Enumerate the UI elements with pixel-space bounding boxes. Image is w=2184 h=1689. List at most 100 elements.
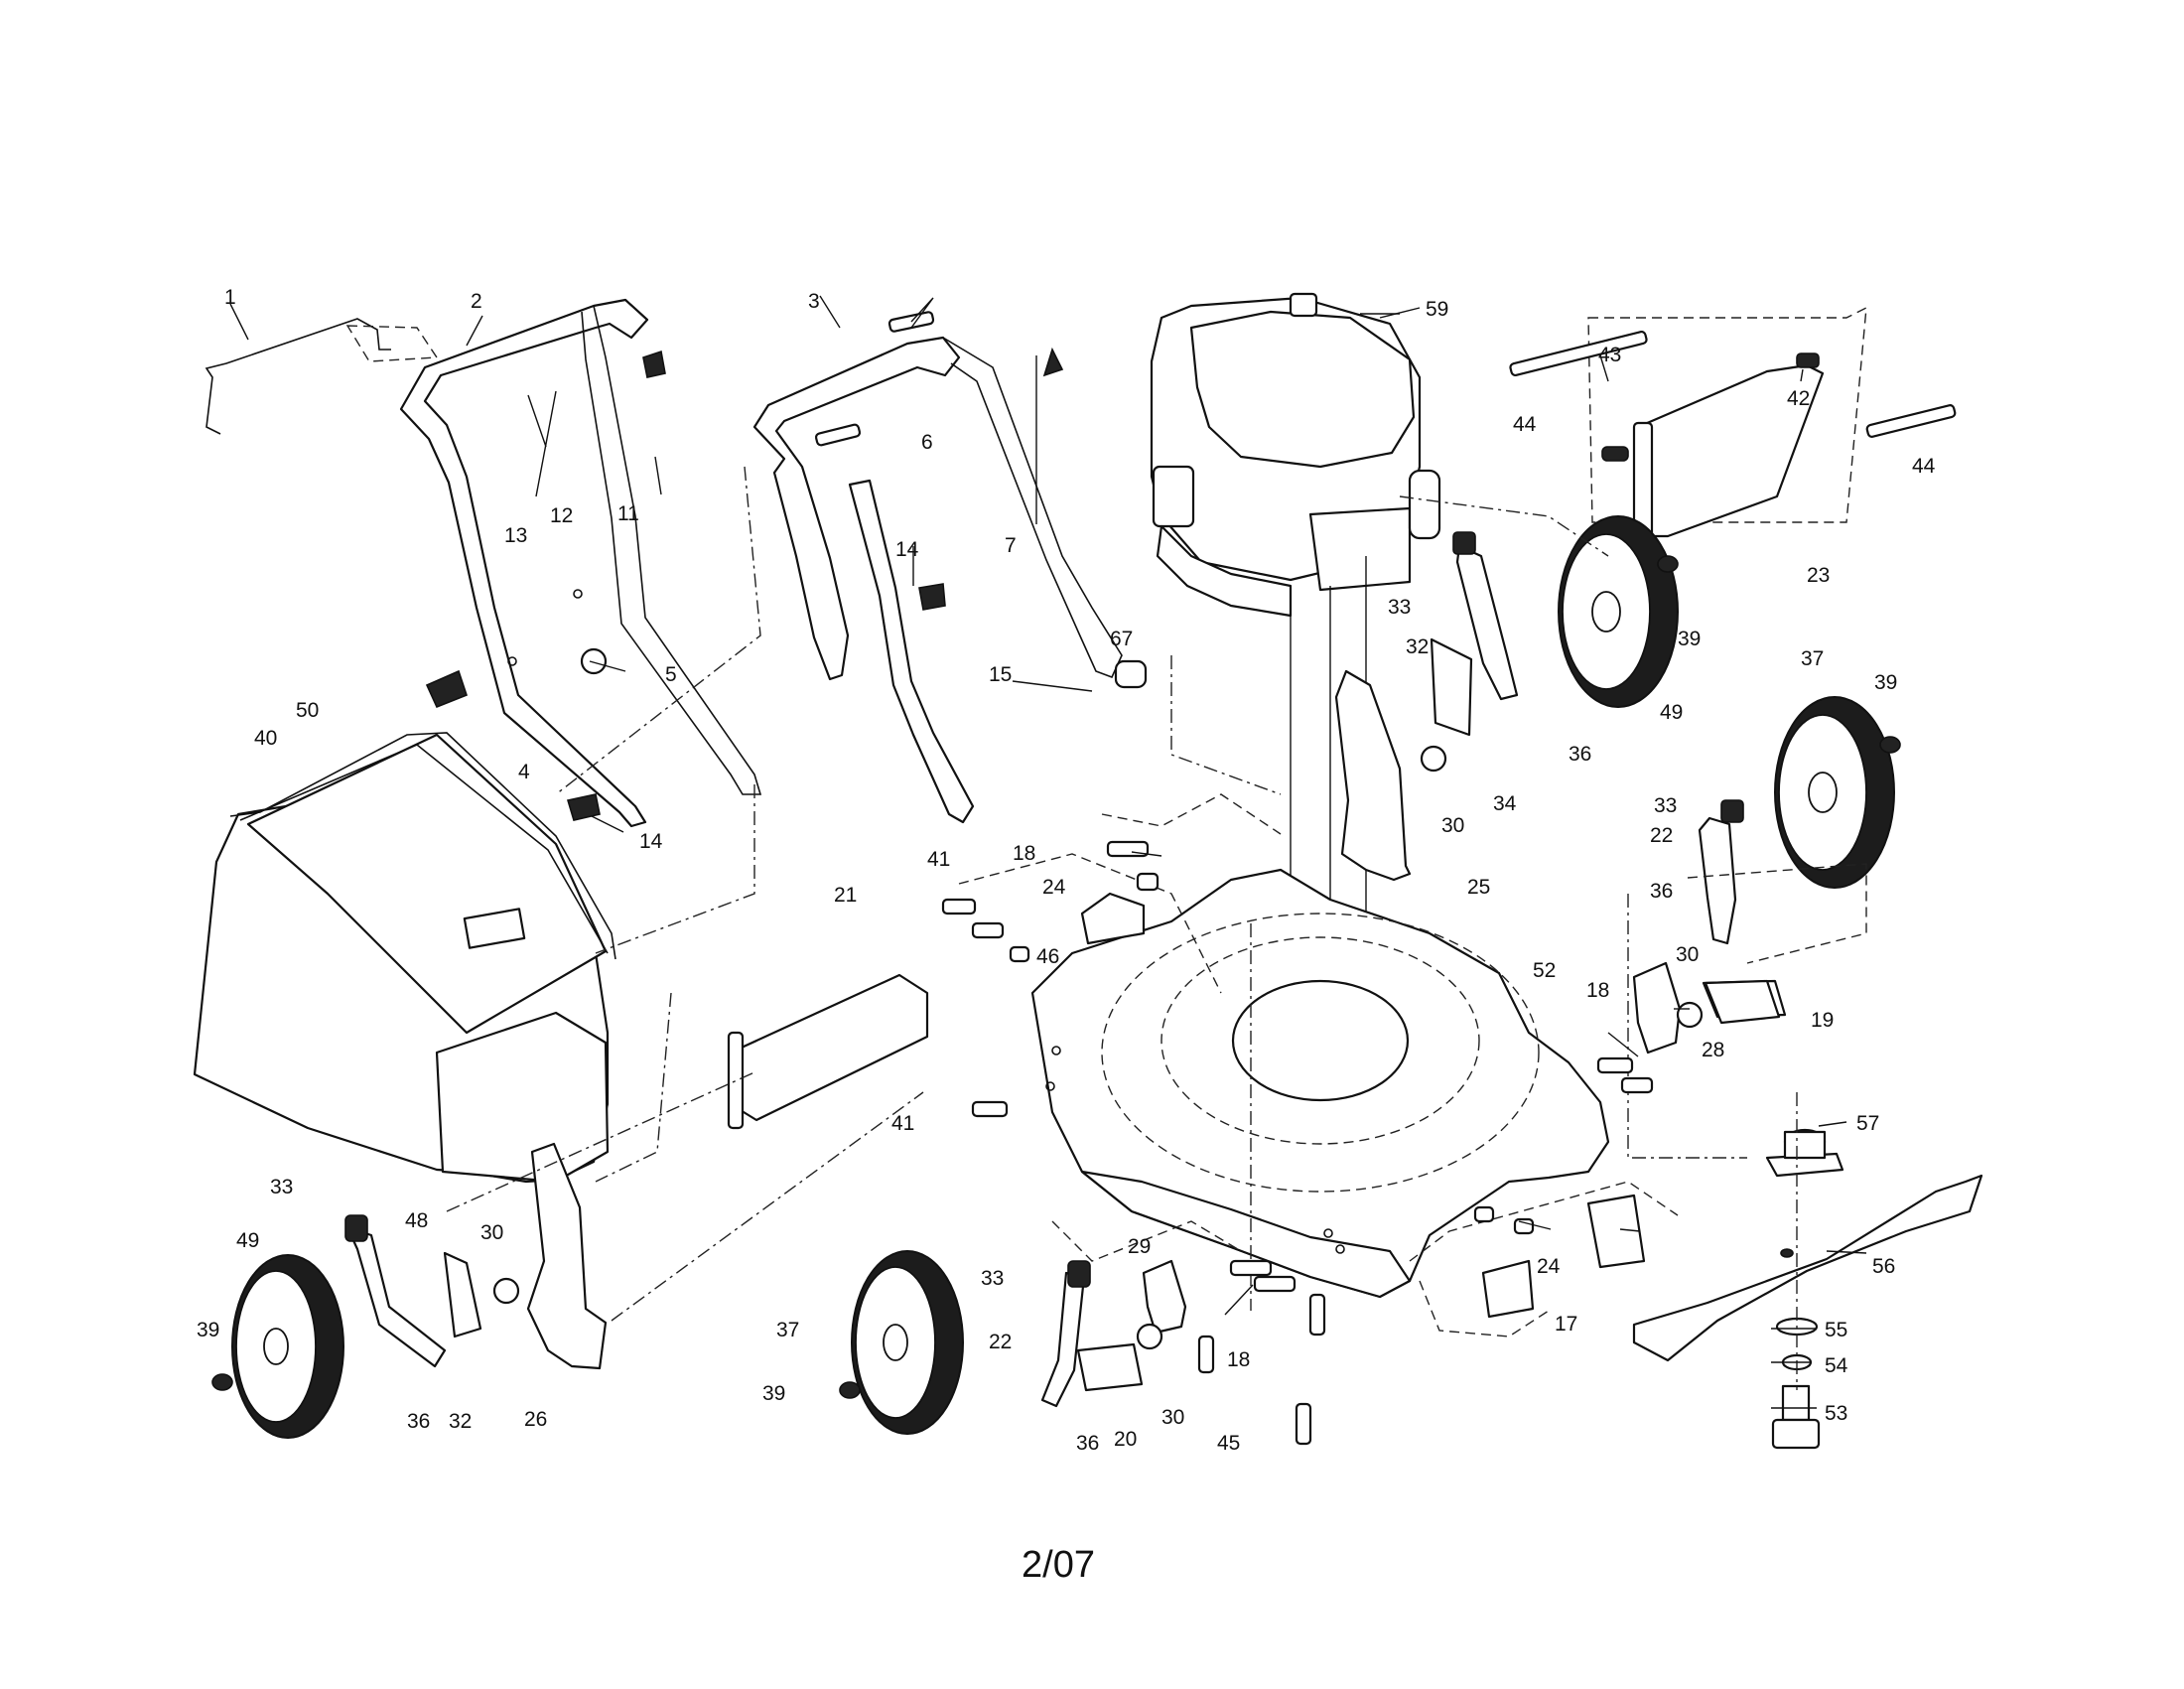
callout-50: 50 bbox=[296, 699, 319, 722]
part-3-lower-handle bbox=[752, 336, 1123, 824]
callout-48: 48 bbox=[405, 1209, 428, 1232]
part-49-wheel-left-rear bbox=[211, 1254, 344, 1439]
callout-25: 25 bbox=[1467, 876, 1490, 899]
part-28-plate bbox=[1632, 961, 1682, 1055]
part-46-deflector bbox=[1080, 892, 1146, 945]
callout-6: 6 bbox=[921, 431, 933, 454]
callout-54: 54 bbox=[1825, 1354, 1848, 1377]
callout-14-lower: 14 bbox=[639, 830, 663, 853]
callout-56: 56 bbox=[1872, 1255, 1895, 1278]
callout-32-left: 32 bbox=[449, 1410, 472, 1433]
callout-36-d: 36 bbox=[1076, 1432, 1099, 1455]
callout-34: 34 bbox=[1493, 792, 1517, 815]
callout-43: 43 bbox=[1598, 344, 1621, 366]
callout-24-bottom: 24 bbox=[1537, 1255, 1561, 1278]
callout-28: 28 bbox=[1702, 1039, 1724, 1061]
part-17-plates bbox=[1481, 1194, 1646, 1319]
callout-49-left: 49 bbox=[236, 1229, 259, 1252]
callout-57: 57 bbox=[1856, 1112, 1879, 1135]
callout-20: 20 bbox=[1114, 1428, 1137, 1451]
callout-1: 1 bbox=[224, 286, 236, 309]
callout-18-right: 18 bbox=[1586, 979, 1609, 1002]
part-53-55-blade-bolt bbox=[1771, 1092, 1821, 1450]
callout-19: 19 bbox=[1811, 1009, 1834, 1032]
part-25-side-bracket-right bbox=[1334, 669, 1412, 882]
callout-36-a: 36 bbox=[1569, 743, 1591, 766]
callout-3: 3 bbox=[808, 290, 820, 313]
part-29-plate bbox=[1142, 1259, 1187, 1335]
callout-leaders bbox=[229, 295, 1867, 1409]
callout-30-d: 30 bbox=[480, 1221, 503, 1244]
part-57-blade-adapter bbox=[1765, 1128, 1844, 1178]
callout-46: 46 bbox=[1036, 945, 1059, 968]
callout-37-a: 37 bbox=[1801, 647, 1824, 670]
callout-36-c: 36 bbox=[407, 1410, 430, 1433]
callout-37-b: 37 bbox=[776, 1319, 799, 1341]
callout-15: 15 bbox=[989, 663, 1012, 686]
callout-22-left: 22 bbox=[989, 1331, 1012, 1353]
callout-49-right: 49 bbox=[1660, 701, 1683, 724]
callout-30-a: 30 bbox=[1441, 814, 1464, 837]
part-59-engine bbox=[1150, 292, 1441, 1033]
callout-36-b: 36 bbox=[1650, 880, 1673, 903]
callout-labels: 1 2 3 4 5 6 7 11 12 13 14 14 15 17 18 18… bbox=[197, 286, 1936, 1455]
callout-26: 26 bbox=[524, 1408, 547, 1431]
callout-12: 12 bbox=[550, 504, 573, 527]
callout-33-d: 33 bbox=[981, 1267, 1004, 1290]
callout-4: 4 bbox=[518, 761, 530, 783]
part-2-upper-handle bbox=[399, 298, 762, 828]
callout-22-right: 22 bbox=[1650, 824, 1673, 847]
callout-32-right: 32 bbox=[1406, 635, 1429, 658]
part-52-deck bbox=[1030, 868, 1610, 1299]
callout-21: 21 bbox=[834, 884, 857, 907]
callout-41-top: 41 bbox=[927, 848, 950, 871]
callout-33-b: 33 bbox=[1654, 794, 1677, 817]
part-49-wheel-right-rear bbox=[1558, 515, 1679, 708]
callout-39-c: 39 bbox=[197, 1319, 219, 1341]
callout-23: 23 bbox=[1807, 564, 1830, 587]
callout-45: 45 bbox=[1217, 1432, 1240, 1455]
part-22-adjuster-left-front bbox=[1040, 1260, 1144, 1408]
callout-33-a: 33 bbox=[1388, 596, 1411, 619]
callout-44-right: 44 bbox=[1912, 455, 1936, 478]
hardware bbox=[425, 311, 1957, 1446]
callout-18-top: 18 bbox=[1013, 842, 1035, 865]
callout-24-top: 24 bbox=[1042, 876, 1066, 899]
callout-7: 7 bbox=[1005, 534, 1017, 557]
part-1-control-bail bbox=[205, 318, 391, 435]
callout-39-b: 39 bbox=[1874, 671, 1897, 694]
callout-39-d: 39 bbox=[762, 1382, 785, 1405]
callout-11: 11 bbox=[617, 502, 639, 525]
callout-5: 5 bbox=[665, 663, 677, 686]
part-40-50-grass-catcher bbox=[193, 732, 616, 1184]
callout-40: 40 bbox=[254, 727, 277, 750]
part-37-wheel-right-front bbox=[1774, 696, 1901, 889]
callout-13: 13 bbox=[504, 524, 527, 547]
assembly-lines bbox=[345, 325, 1867, 1337]
callout-39-a: 39 bbox=[1678, 628, 1701, 650]
callout-17: 17 bbox=[1555, 1313, 1577, 1336]
callout-18-bottom: 18 bbox=[1227, 1348, 1250, 1371]
callout-29: 29 bbox=[1128, 1235, 1151, 1258]
callout-41-bottom: 41 bbox=[891, 1112, 914, 1135]
callout-55: 55 bbox=[1825, 1319, 1847, 1341]
callout-30-c: 30 bbox=[1161, 1406, 1184, 1429]
part-32-adjuster-rear-left bbox=[344, 1214, 482, 1368]
callout-42: 42 bbox=[1787, 387, 1810, 410]
callout-53: 53 bbox=[1825, 1402, 1847, 1425]
callout-30-b: 30 bbox=[1676, 943, 1699, 966]
part-21-rear-baffle bbox=[727, 973, 929, 1130]
callout-14-upper: 14 bbox=[895, 538, 919, 561]
part-26-side-bracket-left bbox=[526, 1142, 608, 1370]
part-19-plate bbox=[1704, 979, 1781, 1025]
part-56-blade bbox=[1632, 1174, 1983, 1362]
part-23-rear-flap-assembly bbox=[1587, 306, 1867, 544]
callout-2: 2 bbox=[471, 290, 482, 313]
callout-52: 52 bbox=[1533, 959, 1556, 982]
callout-59: 59 bbox=[1426, 298, 1448, 321]
callout-67: 67 bbox=[1110, 628, 1133, 650]
page-footer: 2/07 bbox=[1022, 1544, 1095, 1586]
callout-44-left: 44 bbox=[1513, 413, 1537, 436]
